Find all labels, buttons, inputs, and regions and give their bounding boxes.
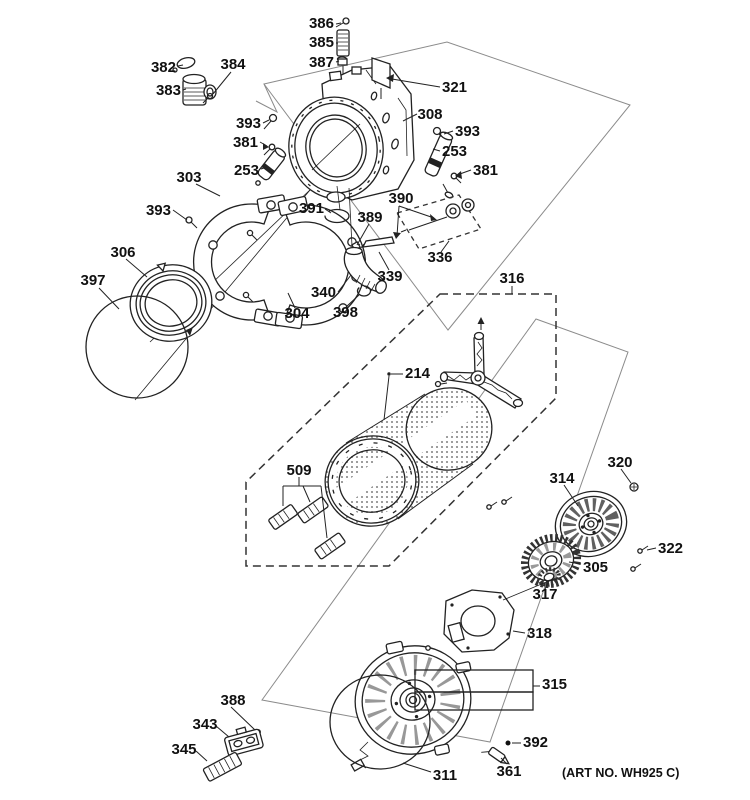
- clamp-398: [356, 285, 372, 297]
- callout-390: 390: [388, 190, 413, 207]
- screw-384: [202, 92, 214, 104]
- callout-393-bracket: 393: [146, 202, 171, 219]
- callout-383: 383: [156, 82, 181, 99]
- bolt-392: [505, 740, 511, 746]
- pin-386: [335, 17, 350, 28]
- baffle-vanes-509: [268, 477, 346, 560]
- bracket-303: [193, 194, 287, 327]
- o-ring-391: [324, 185, 353, 247]
- callout-339: 339: [377, 268, 402, 285]
- callout-392: 392: [523, 734, 548, 751]
- callout-box-315: [414, 669, 534, 711]
- damper-253-left: [255, 147, 287, 186]
- callout-384: 384: [220, 56, 246, 73]
- art-number-note: (ART NO. WH925 C): [562, 766, 679, 780]
- hose-383: [182, 73, 217, 106]
- callout-386: 386: [309, 15, 334, 32]
- screw-393-bracket: [185, 216, 198, 229]
- callout-321: 321: [442, 79, 467, 96]
- seal-kit-box-336: [396, 194, 483, 250]
- callout-389: 389: [357, 209, 382, 226]
- connector-mount-343: [224, 726, 264, 757]
- callout-311: 311: [433, 767, 457, 784]
- callout-381-right: 381: [473, 162, 498, 179]
- screw-381-left: [263, 143, 276, 156]
- callout-385: 385: [309, 34, 334, 51]
- ribbed-bracket-345: [202, 751, 243, 782]
- elbow-hose-340: [343, 246, 387, 294]
- callout-343: 343: [192, 716, 217, 733]
- callout-387: 387: [309, 54, 334, 71]
- callout-214: 214: [405, 365, 431, 382]
- screw-393-left: [263, 113, 278, 130]
- callout-253-right: 253: [442, 143, 467, 160]
- clamp-382: [172, 56, 196, 73]
- kit-box-316: [245, 286, 557, 567]
- callout-322: 322: [658, 540, 683, 557]
- callout-382: 382: [151, 59, 176, 76]
- gasket-306: [129, 262, 213, 342]
- callout-509: 509: [286, 462, 311, 479]
- callout-253-left: 253: [234, 162, 259, 179]
- front-tub-308: [288, 65, 415, 203]
- bracket-321: [371, 57, 391, 99]
- callout-316: 316: [499, 270, 524, 287]
- callout-381-left: 381: [233, 134, 258, 151]
- callout-317: 317: [532, 586, 557, 603]
- callout-340: 340: [311, 284, 336, 301]
- callout-345: 345: [171, 741, 196, 758]
- callout-388: 388: [220, 692, 245, 709]
- isometric-plane-bottom: [261, 318, 629, 743]
- shaft-pin-339: [359, 236, 395, 250]
- callout-393-left-upper: 393: [236, 115, 261, 132]
- callout-391: 391: [299, 200, 324, 217]
- nut-387: [336, 56, 348, 78]
- leader-lines: [98, 22, 657, 773]
- screws-322: [486, 496, 649, 572]
- callout-318: 318: [527, 625, 552, 642]
- slip-ring-317: [537, 567, 561, 587]
- spider-arm-assembly: [434, 317, 524, 409]
- callout-304: 304: [284, 305, 310, 322]
- screw-320: [629, 482, 639, 492]
- shield-plate-318: [443, 577, 557, 653]
- callout-398: 398: [333, 304, 358, 321]
- callout-314: 314: [549, 470, 575, 487]
- tub-seal-ring-311: [329, 674, 431, 770]
- spring-385: [336, 29, 350, 59]
- isometric-plane-top: [255, 41, 631, 331]
- callout-303: 303: [176, 169, 201, 186]
- callout-361: 361: [496, 763, 521, 780]
- rotor-314: [554, 490, 628, 558]
- callout-315: 315: [542, 676, 567, 693]
- callout-320: 320: [607, 454, 632, 471]
- callout-305: 305: [583, 559, 608, 576]
- callout-labels: 386 385 387 382 383 384 321 308 393 381 …: [80, 15, 683, 784]
- drum-basket-214: [314, 378, 500, 537]
- wire-ring-397: [85, 295, 193, 399]
- callout-308: 308: [417, 106, 442, 123]
- callout-397: 397: [80, 272, 105, 289]
- callout-336: 336: [427, 249, 452, 266]
- callout-393-right: 393: [455, 123, 480, 140]
- bracket-304: [274, 195, 367, 330]
- callout-306: 306: [110, 244, 135, 261]
- damper-253-right: [424, 131, 454, 199]
